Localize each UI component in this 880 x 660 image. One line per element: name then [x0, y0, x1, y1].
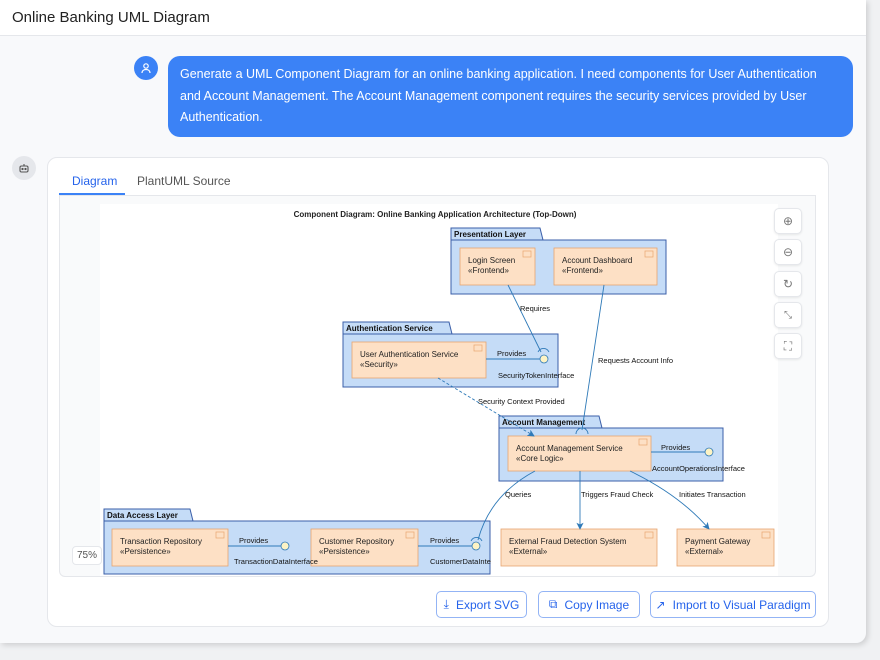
- interface-label: TransactionDataInterface: [234, 557, 318, 566]
- zoom-out-icon: ⊖: [782, 245, 794, 259]
- component-name: User Authentication Service: [360, 350, 459, 359]
- reset-button[interactable]: ↻: [774, 271, 802, 297]
- app-window: Online Banking UML Diagram Generate a UM…: [0, 0, 866, 627]
- fit-button[interactable]: ⤡: [774, 302, 802, 328]
- label-fraud: Triggers Fraud Check: [581, 490, 653, 499]
- component-stereotype: «External»: [685, 547, 724, 556]
- zoom-out-button[interactable]: ⊖: [774, 239, 802, 265]
- interface-label: AccountOperationsInterface: [652, 464, 745, 473]
- reset-icon: ↻: [782, 277, 794, 291]
- tab-plantuml-source[interactable]: PlantUML Source: [137, 174, 231, 188]
- label-provides: Provides: [430, 536, 459, 545]
- component-box[interactable]: Payment Gateway«External»: [676, 528, 775, 567]
- active-tab-indicator: [59, 193, 125, 195]
- component-name: Customer Repository: [319, 537, 394, 546]
- fullscreen-button[interactable]: ⛶: [774, 333, 802, 359]
- copy-image-button[interactable]: ⧉ Copy Image: [538, 591, 640, 618]
- label-provides: Provides: [497, 349, 526, 358]
- zoom-in-button[interactable]: ⊕: [774, 208, 802, 234]
- download-icon: ⤓: [443, 597, 449, 611]
- component-box[interactable]: Account Management Service«Core Logic»: [507, 435, 652, 472]
- component-icon: [405, 531, 415, 539]
- component-box[interactable]: User Authentication Service«Security»: [351, 341, 487, 379]
- bot-avatar: [12, 156, 36, 180]
- component-icon: [215, 531, 225, 539]
- interface-label: SecurityTokenInterface: [498, 371, 574, 380]
- export-svg-button[interactable]: ⤓ Export SVG: [436, 591, 527, 618]
- robot-icon: [19, 164, 29, 173]
- uml-diagram[interactable]: Component Diagram: Online Banking Applic…: [100, 204, 778, 576]
- external-link-icon: ↗: [655, 597, 666, 612]
- import-visual-paradigm-button[interactable]: ↗ Import to Visual Paradigm: [650, 591, 816, 618]
- component-icon: [638, 438, 648, 446]
- component-name: Login Screen: [468, 256, 515, 265]
- shrink-icon: ⤡: [784, 309, 792, 321]
- package-label: Data Access Layer: [107, 511, 178, 520]
- user-message: Generate a UML Component Diagram for an …: [168, 56, 853, 137]
- copy-icon: ⧉: [548, 597, 558, 611]
- component-box[interactable]: Transaction Repository«Persistence»: [111, 528, 229, 567]
- edge-queries: [477, 470, 536, 541]
- package-label: Presentation Layer: [454, 230, 526, 239]
- label-transaction: Initiates Transaction: [679, 490, 746, 499]
- export-svg-label: Export SVG: [455, 597, 520, 612]
- component-icon: [761, 531, 771, 539]
- label-requests: Requests Account Info: [598, 356, 673, 365]
- component-icon: [473, 344, 483, 352]
- component-stereotype: «Frontend»: [562, 266, 603, 275]
- edge-requires: [507, 284, 542, 353]
- header: Online Banking UML Diagram: [0, 0, 866, 36]
- interface-lollipops: [280, 354, 714, 551]
- diagram-title: Component Diagram: Online Banking Applic…: [294, 210, 577, 219]
- fullscreen-icon: ⛶: [783, 338, 793, 353]
- component-icon: [644, 531, 654, 539]
- component-stereotype: «Security»: [360, 360, 398, 369]
- component-name: Payment Gateway: [685, 537, 750, 546]
- label-queries: Queries: [505, 490, 532, 499]
- edge-security-context: [437, 377, 535, 437]
- label-provides: Provides: [239, 536, 268, 545]
- package-label: Authentication Service: [346, 324, 433, 333]
- component-name: Transaction Repository: [120, 537, 202, 546]
- copy-image-label: Copy Image: [564, 597, 630, 612]
- page-title: Online Banking UML Diagram: [12, 9, 210, 26]
- component-icon: [522, 250, 532, 258]
- zoom-level: 75%: [72, 546, 102, 565]
- label-security-context: Security Context Provided: [478, 397, 565, 406]
- label-provides: Provides: [661, 443, 690, 452]
- user-avatar: [134, 56, 158, 80]
- component-stereotype: «Core Logic»: [516, 454, 564, 463]
- zoom-in-icon: ⊕: [782, 214, 794, 228]
- component-name: Account Dashboard: [562, 256, 632, 265]
- import-label: Import to Visual Paradigm: [672, 597, 811, 612]
- component-name: Account Management Service: [516, 444, 623, 453]
- component-box[interactable]: Customer Repository«Persistence»: [310, 528, 419, 567]
- component-box[interactable]: External Fraud Detection System«External…: [500, 528, 658, 567]
- tab-diagram[interactable]: Diagram: [72, 174, 118, 188]
- edge-requests-account-info: [581, 284, 605, 431]
- edges: [228, 284, 710, 547]
- edge-initiates-transaction: [629, 470, 710, 530]
- component-box[interactable]: Login Screen«Frontend»: [459, 247, 536, 286]
- component-stereotype: «External»: [509, 547, 548, 556]
- label-requires: Requires: [520, 304, 550, 313]
- component-name: External Fraud Detection System: [509, 537, 627, 546]
- package-label: Account Management: [502, 418, 585, 427]
- interface-label: CustomerDataInte: [430, 557, 491, 566]
- component-stereotype: «Persistence»: [319, 547, 370, 556]
- edge-labels: Requires Requests Account Info Security …: [234, 304, 746, 566]
- component-stereotype: «Frontend»: [468, 266, 509, 275]
- component-icon: [644, 250, 654, 258]
- user-icon: [141, 63, 151, 74]
- tab-divider: [59, 195, 816, 196]
- diagram-canvas: [100, 204, 778, 576]
- component-stereotype: «Persistence»: [120, 547, 171, 556]
- component-box[interactable]: Account Dashboard«Frontend»: [553, 247, 658, 286]
